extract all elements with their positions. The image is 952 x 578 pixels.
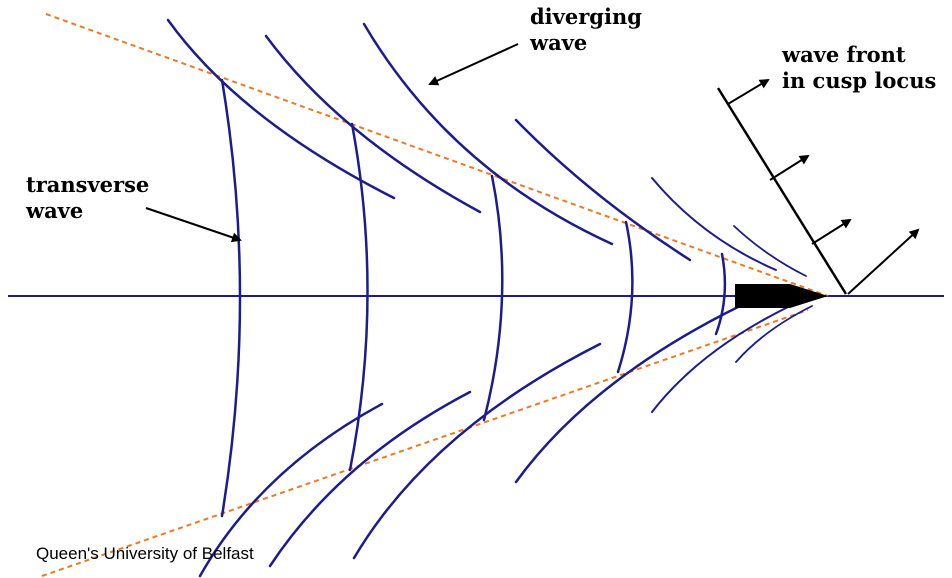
diverging-wave-upper-4 [514, 118, 692, 262]
diverging-wave-lower-2 [268, 390, 472, 568]
transverse-wave-label: transverse wave [26, 172, 149, 224]
wavefront-label-line2: in cusp locus [782, 68, 937, 93]
diverging-wave-lower-4 [514, 304, 742, 484]
diverging-label-line2: wave [530, 30, 588, 55]
diverging-wave-upper-2 [264, 34, 482, 214]
diverging-wave-lower-1 [198, 402, 384, 578]
transverse-label-arrow [145, 207, 242, 243]
arrow-icon [847, 228, 920, 295]
credit-text: Queen's University of Belfast [36, 544, 254, 563]
wavefront-label: wave front in cusp locus [782, 42, 936, 94]
transverse-label-line2: wave [26, 198, 84, 223]
diverging-wave-label: diverging wave [530, 4, 642, 56]
cusp-locus-upper [45, 13, 829, 297]
diverging-wave-lower-5 [651, 305, 791, 413]
cusp-locus-lower [41, 309, 809, 577]
diverging-wave-upper-3 [362, 22, 614, 246]
transverse-wave-5 [714, 252, 727, 336]
transverse-wave-4 [616, 220, 634, 374]
diverging-label-arrow [428, 43, 519, 86]
diverging-wave-lower-3 [352, 342, 602, 560]
diverging-wave-upper-6 [733, 225, 807, 277]
transverse-wave-2 [348, 122, 369, 472]
arrow-icon [811, 218, 852, 245]
wavefront-line [716, 87, 848, 295]
wavefront-label-line1: wave front [782, 42, 906, 67]
ship-icon [735, 284, 828, 308]
arrow-icon [769, 154, 810, 181]
transverse-label-line1: transverse [26, 172, 150, 197]
diverging-wave-upper-5 [651, 177, 777, 271]
diverging-wave-upper-1 [166, 18, 396, 200]
diverging-wave-lower-6 [735, 305, 813, 363]
arrow-icon [727, 78, 770, 105]
transverse-wave-1 [220, 78, 242, 518]
diverging-label-line1: diverging [530, 4, 642, 29]
transverse-wave-3 [482, 174, 504, 422]
